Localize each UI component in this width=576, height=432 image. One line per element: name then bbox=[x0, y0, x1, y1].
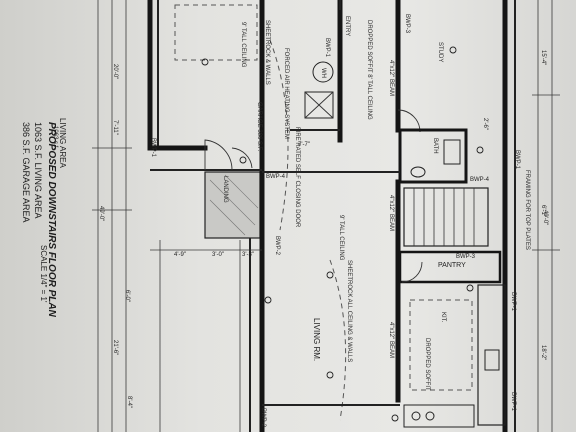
sheetrock-note: SHEETROCK ALL CEILING & WALLS bbox=[346, 260, 352, 363]
framing-label: FRAMING FOR TOP PLATES bbox=[524, 170, 530, 250]
entry-label: ENTRY bbox=[344, 16, 350, 37]
study-label: STUDY bbox=[437, 42, 443, 63]
dimension-text: 8'-4" bbox=[126, 396, 132, 408]
wall-tag-bwp4: BWP-4 bbox=[266, 174, 286, 180]
furnace-symbol bbox=[304, 91, 334, 119]
beam-label-2: 4"x12" BEAM bbox=[388, 195, 394, 231]
kitchen-sink bbox=[484, 349, 500, 371]
bath-label: BATH bbox=[432, 138, 438, 154]
dimension-text: 3'-0" bbox=[212, 252, 224, 258]
bath-vanity bbox=[443, 139, 461, 165]
pantry-walls bbox=[398, 250, 502, 284]
wall-tag-bwp1: BWP-1 bbox=[514, 150, 520, 170]
area-label: LIVING AREA bbox=[58, 118, 67, 168]
living-area-total: 1063 S.F. LIVING AREA bbox=[33, 122, 43, 219]
dimension-text: 3'-3" bbox=[242, 252, 254, 258]
landing-hatch bbox=[224, 174, 259, 209]
wall-tag-bwp3: BWP-3 bbox=[404, 14, 410, 34]
dimension-text: 6'-1" bbox=[540, 205, 546, 217]
bath-walls bbox=[398, 128, 468, 184]
wall-tag-bwp1: BWP-1 bbox=[510, 392, 516, 412]
toilet-symbol bbox=[410, 166, 426, 178]
pantry-label: PANTRY bbox=[438, 262, 466, 269]
wall-tag-bwp2: BWP-2 bbox=[260, 408, 266, 428]
dimension-text: 21'-6" bbox=[112, 340, 118, 356]
dimension-text: 7'-7" bbox=[298, 142, 310, 148]
wall-tag-bwp3: BWP-3 bbox=[456, 254, 476, 260]
water-heater-symbol bbox=[312, 61, 334, 83]
dimension-text: 7'-11" bbox=[112, 120, 118, 135]
dimension-text: 18'-2" bbox=[540, 345, 546, 361]
light-fixture-symbols bbox=[201, 46, 484, 422]
wall-tag-bwp4: BWP-4 bbox=[470, 177, 490, 183]
sheetrock-garage-label: SHEETROCK & WALLS bbox=[264, 20, 270, 85]
dimension-text: 6'-0" bbox=[124, 290, 130, 302]
beam-label-3: 4"x12" BEAM bbox=[388, 322, 394, 358]
landing-hatch bbox=[209, 199, 246, 236]
dimension-text: 4'-9" bbox=[174, 252, 186, 258]
wall-tag-bwp1: BWP-1 bbox=[324, 38, 330, 58]
range-burner bbox=[425, 411, 435, 421]
fire-door-swing bbox=[231, 147, 253, 169]
kitchen-range-counter bbox=[403, 404, 475, 428]
landing-block bbox=[204, 171, 261, 239]
water-heater-label: WH bbox=[320, 68, 326, 78]
kitchen-label: KIT. bbox=[440, 312, 446, 323]
stair-treads bbox=[413, 188, 475, 246]
garage-ceiling-outline bbox=[174, 4, 258, 61]
garage-ceiling-label: 9' TALL CEILING bbox=[240, 22, 246, 68]
dimension-text: 20'-0" bbox=[112, 64, 118, 80]
wall-tag-bwp1: BWP-1 bbox=[510, 292, 516, 312]
range-burner bbox=[411, 411, 421, 421]
kitchen-soffit-outline bbox=[409, 299, 473, 391]
living-ceiling-label: 9' TALL CEILING bbox=[338, 215, 344, 261]
dropped-soffit-label: DROPPED SOFFIT 8' TALL CEILING bbox=[366, 20, 372, 120]
garage-note-label: GARAGE 386 S.F. bbox=[256, 102, 262, 152]
garage-area-total: 386 S.F. GARAGE AREA bbox=[21, 122, 31, 223]
landing-hatch bbox=[209, 179, 256, 226]
living-room-label: LIVING RM. bbox=[312, 318, 321, 362]
furnace-cross bbox=[304, 91, 334, 119]
wall-tag-bwp1: BWP-1 bbox=[150, 138, 156, 158]
forced-air-label: FORCED AIR HEATING SYSTEM bbox=[283, 48, 289, 139]
kitchen-soffit-label: DROPPED SOFFIT bbox=[424, 338, 430, 391]
landing-label: LANDING bbox=[222, 176, 228, 203]
ceiling-curve bbox=[269, 39, 289, 231]
scale-label: SCALE 1/4" = 1' bbox=[39, 245, 48, 303]
dimension-text: 2'-6" bbox=[482, 118, 488, 130]
beam-label-1: 4"x12" BEAM bbox=[388, 60, 394, 96]
garage-door-swing bbox=[204, 139, 233, 171]
wall-tag-bwp2: BWP-2 bbox=[274, 236, 280, 256]
ceiling-curve-2 bbox=[329, 259, 347, 421]
dimension-text: 49'-0" bbox=[98, 206, 104, 222]
dimension-text: 15'-4" bbox=[540, 50, 546, 66]
kitchen-counter bbox=[477, 284, 506, 426]
pantry-door-swing bbox=[401, 261, 423, 283]
stair-outline bbox=[403, 187, 489, 247]
